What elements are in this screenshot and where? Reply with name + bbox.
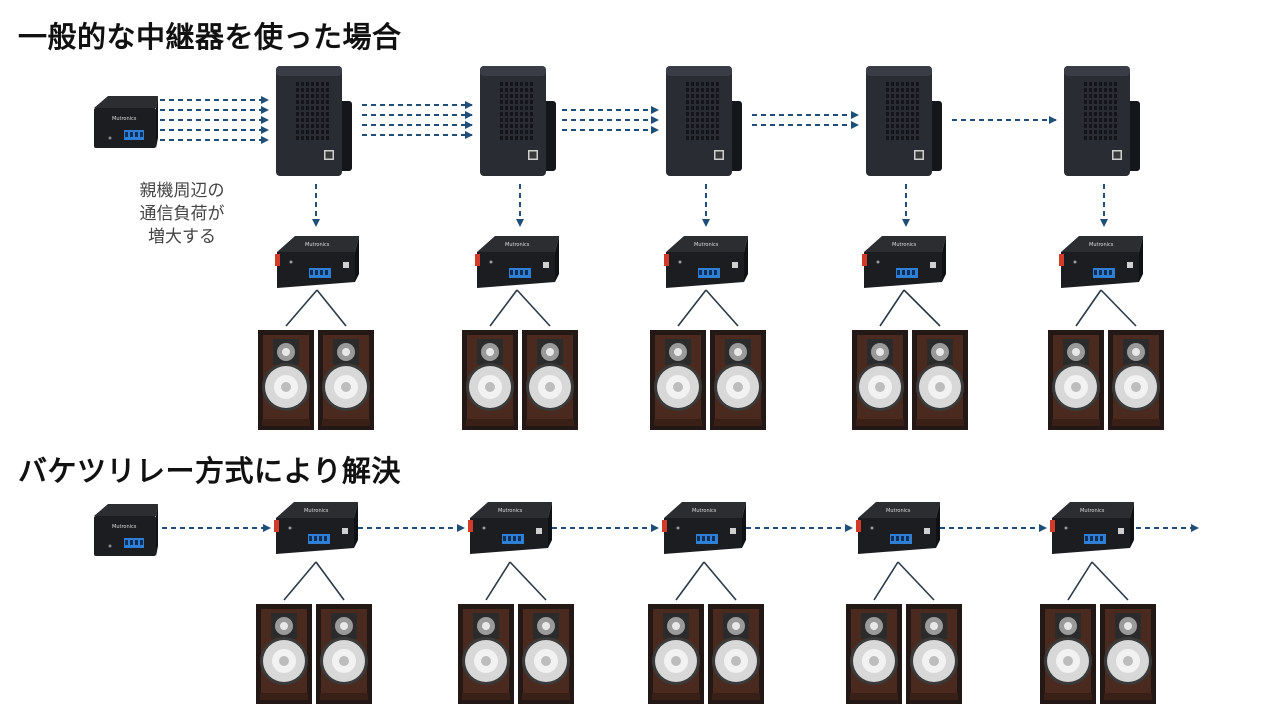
bottom-speaker-right-3 [708,604,764,704]
heading-general-repeater: 一般的な中継器を使った場合 [18,20,402,54]
top-link-left-3 [677,289,707,327]
receiver-brand: Mutronics [886,508,911,514]
top-speaker-right-3 [710,330,766,430]
load-note-line3: 増大する [148,227,216,247]
bottom-link-left-5 [1067,561,1093,601]
bottom-speaker-right-4 [906,604,962,704]
top-link-right-2 [516,289,551,327]
bottom-speaker-right-1 [316,604,372,704]
bottom-receiver-1: Mutronics [274,502,358,554]
receiver-brand: Mutronics [892,242,917,248]
top-speaker-left-1 [258,330,314,430]
receiver-brand: Mutronics [1080,508,1105,514]
bottom-speaker-right-2 [518,604,574,704]
top-repeater-4 [866,66,942,176]
bottom-link-left-4 [873,561,899,601]
top-speaker-right-2 [522,330,578,430]
bottom-receiver-4: Mutronics [856,502,940,554]
bottom-speaker-right-5 [1100,604,1156,704]
top-speaker-right-1 [318,330,374,430]
top-link-left-4 [879,289,905,327]
top-link-right-5 [1100,289,1137,327]
top-speaker-left-3 [650,330,706,430]
receiver-brand: Mutronics [498,508,523,514]
hub-brand: Mutronics [112,524,137,530]
top-receiver-1: Mutronics [275,236,359,288]
bottom-receiver-3: Mutronics [662,502,746,554]
load-note-line1: 親機周辺の [139,181,225,201]
top-speaker-left-5 [1048,330,1104,430]
top-receiver-5: Mutronics [1059,236,1143,288]
bottom-link-right-2 [509,561,547,601]
receiver-brand: Mutronics [304,508,329,514]
top-link-right-4 [903,289,941,327]
bottom-receiver-2: Mutronics [468,502,552,554]
receiver-brand: Mutronics [1089,242,1114,248]
bottom-link-right-1 [315,561,345,601]
top-link-left-5 [1075,289,1102,327]
top-link-left-2 [489,289,518,327]
heading-bucket-relay: バケツリレー方式により解決 [18,454,401,488]
receiver-brand: Mutronics [305,242,330,248]
bottom-link-left-2 [485,561,511,601]
top-speaker-right-5 [1108,330,1164,430]
receiver-brand: Mutronics [694,242,719,248]
top-link-right-1 [316,289,347,327]
bottom-link-left-3 [675,561,705,601]
bottom-link-left-1 [283,561,317,601]
bottom-speaker-left-3 [648,604,704,704]
top-speaker-left-4 [852,330,908,430]
top-link-left-1 [285,289,318,327]
receiver-brand: Mutronics [692,508,717,514]
top-repeater-2 [480,66,556,176]
top-receiver-3: Mutronics [664,236,748,288]
load-note-line2: 通信負荷が [139,204,225,224]
top-receiver-4: Mutronics [862,236,946,288]
top-speaker-right-4 [912,330,968,430]
bottom-parent-hub: Mutronics [94,504,158,556]
receiver-brand: Mutronics [505,242,530,248]
top-repeater-1 [276,66,352,176]
bottom-speaker-left-5 [1040,604,1096,704]
top-parent-hub: Mutronics [94,96,158,148]
bottom-speaker-left-2 [458,604,514,704]
load-note: 親機周辺の 通信負荷が 増大する [118,180,246,249]
top-speaker-left-2 [462,330,518,430]
top-link-right-3 [705,289,739,327]
bottom-speaker-left-4 [846,604,902,704]
bottom-link-right-4 [897,561,935,601]
bottom-receiver-5: Mutronics [1050,502,1134,554]
hub-brand: Mutronics [112,116,137,122]
top-receiver-2: Mutronics [475,236,559,288]
top-repeater-3 [666,66,742,176]
bottom-link-right-5 [1091,561,1129,601]
top-repeater-5 [1064,66,1140,176]
bottom-link-right-3 [703,561,737,601]
bottom-speaker-left-1 [256,604,312,704]
